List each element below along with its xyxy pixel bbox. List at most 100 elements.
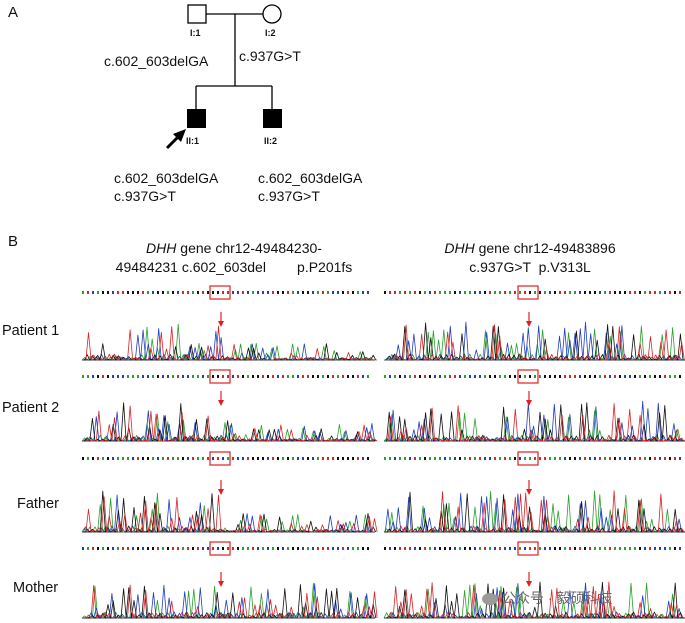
base-call-tick [162, 457, 164, 460]
base-call-tick [172, 457, 174, 460]
base-call-tick [172, 375, 174, 378]
base-call-tick [292, 375, 294, 378]
base-call-tick [474, 375, 476, 378]
base-call-tick [509, 291, 511, 294]
base-call-tick [639, 291, 641, 294]
base-call-tick [277, 291, 279, 294]
base-call-tick [222, 375, 224, 378]
base-call-tick [394, 547, 396, 550]
base-call-tick [509, 547, 511, 550]
base-call-tick [504, 291, 506, 294]
base-call-tick [489, 375, 491, 378]
base-call-tick [217, 457, 219, 460]
right-gene-name: DHH [444, 240, 475, 256]
base-call-tick [367, 547, 369, 550]
base-call-tick [247, 547, 249, 550]
base-call-tick [302, 291, 304, 294]
base-call-tick [599, 291, 601, 294]
base-call-tick [87, 547, 89, 550]
base-call-tick [499, 375, 501, 378]
base-call-tick [82, 291, 84, 294]
base-call-tick [464, 457, 466, 460]
base-call-tick [282, 457, 284, 460]
base-call-tick [414, 375, 416, 378]
base-call-tick [317, 457, 319, 460]
base-call-tick [554, 291, 556, 294]
base-call-tick [352, 291, 354, 294]
base-call-tick [454, 291, 456, 294]
base-call-tick [654, 375, 656, 378]
base-call-tick [679, 547, 681, 550]
trace-path [85, 494, 378, 533]
variant-arrow-head [218, 489, 224, 495]
base-call-tick [87, 375, 89, 378]
base-call-tick [504, 547, 506, 550]
base-call-tick [464, 375, 466, 378]
base-call-tick [197, 291, 199, 294]
base-call-tick [267, 291, 269, 294]
base-call-tick [589, 375, 591, 378]
base-call-tick [152, 291, 154, 294]
base-call-tick [187, 375, 189, 378]
base-call-tick [669, 547, 671, 550]
trace-path [84, 343, 377, 361]
base-call-tick [322, 291, 324, 294]
base-call-tick [97, 547, 99, 550]
base-call-tick [362, 291, 364, 294]
base-call-tick [639, 547, 641, 550]
base-call-tick [459, 457, 461, 460]
base-call-tick [242, 375, 244, 378]
base-call-tick [459, 291, 461, 294]
base-call-tick [484, 375, 486, 378]
base-call-tick [142, 375, 144, 378]
base-call-tick [434, 457, 436, 460]
base-call-tick [544, 547, 546, 550]
row-label-patient-1: Patient 1 [2, 323, 60, 339]
base-call-tick [337, 291, 339, 294]
base-call-tick [102, 457, 104, 460]
proband-symbol [187, 109, 206, 128]
base-call-tick [107, 291, 109, 294]
base-call-tick [92, 375, 94, 378]
variant-arrow-head [526, 489, 532, 495]
base-call-tick [302, 457, 304, 460]
watermark: 公众号 · 毅硕科技 [482, 588, 612, 608]
base-call-tick [654, 291, 656, 294]
base-call-tick [444, 547, 446, 550]
base-call-tick [624, 457, 626, 460]
base-call-tick [499, 291, 501, 294]
base-call-tick [222, 291, 224, 294]
base-call-tick [337, 457, 339, 460]
base-call-tick [362, 457, 364, 460]
base-call-tick [137, 547, 139, 550]
base-call-tick [594, 457, 596, 460]
variant-highlight-box [209, 369, 231, 384]
base-call-tick [107, 457, 109, 460]
base-call-tick [549, 547, 551, 550]
base-call-tick [469, 291, 471, 294]
base-call-tick [82, 457, 84, 460]
base-call-tick [137, 291, 139, 294]
base-call-tick [644, 547, 646, 550]
base-call-tick [237, 457, 239, 460]
trace-path [384, 492, 683, 533]
base-call-tick [282, 375, 284, 378]
base-call-tick [237, 547, 239, 550]
base-call-tick [332, 547, 334, 550]
base-call-tick [177, 547, 179, 550]
base-call-tick [664, 457, 666, 460]
base-call-tick [639, 457, 641, 460]
base-call-tick [282, 291, 284, 294]
base-call-tick [559, 375, 561, 378]
base-call-tick [539, 547, 541, 550]
base-call-tick [664, 375, 666, 378]
base-call-tick [307, 547, 309, 550]
panel-b-letter: B [8, 233, 19, 250]
base-call-tick [212, 457, 214, 460]
base-call-tick [172, 291, 174, 294]
sibling-allele-2: c.937G>T [258, 188, 320, 204]
base-call-tick [464, 547, 466, 550]
base-call-tick [322, 375, 324, 378]
base-call-tick [167, 375, 169, 378]
proband-id: II:1 [186, 136, 200, 146]
